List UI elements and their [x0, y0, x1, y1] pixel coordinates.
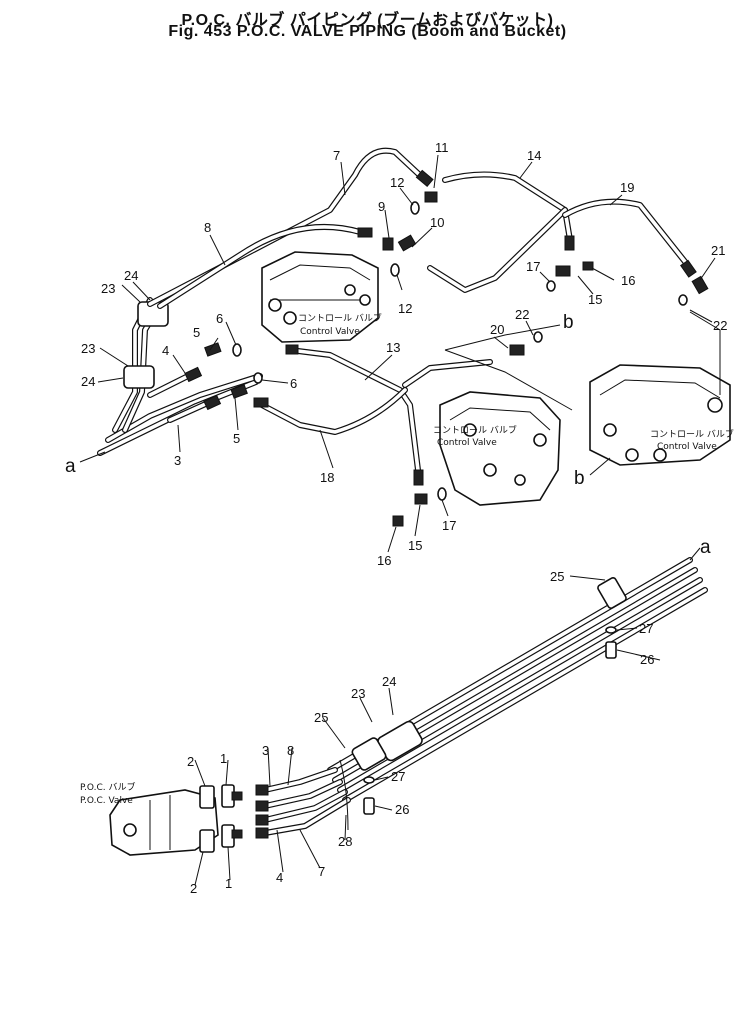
caption-poc-valve-en: P.O.C. Valve — [80, 796, 133, 806]
leaders-upper — [79, 154, 716, 553]
callout-4b: 4 — [276, 870, 283, 885]
callout-14: 14 — [527, 148, 541, 163]
callout-25a: 25 — [550, 569, 564, 584]
callout-26b: 26 — [395, 802, 409, 817]
caption-control-valve-jp-1: コントロール バルブ — [298, 312, 382, 324]
callout-22a: 22 — [515, 307, 529, 322]
callout-16a: 16 — [621, 273, 635, 288]
callout-2b: 2 — [190, 881, 197, 896]
callout-18: 18 — [320, 470, 334, 485]
callout-19: 19 — [620, 180, 634, 195]
callout-23c: 23 — [351, 686, 365, 701]
callout-6a: 6 — [216, 311, 223, 326]
callout-numbers: 7 8 11 14 19 12 9 10 21 24 23 17 16 15 1… — [65, 140, 727, 896]
callout-1b: 1 — [225, 876, 232, 891]
callout-23a: 23 — [101, 281, 115, 296]
caption-control-valve-en-1: Control Valve — [300, 327, 360, 337]
callout-27b: 27 — [391, 769, 405, 784]
callout-15b: 15 — [408, 538, 422, 553]
callout-25b: 25 — [314, 710, 328, 725]
callout-3b: 3 — [262, 743, 269, 758]
clamp-lower — [123, 365, 155, 389]
callout-10: 10 — [430, 215, 444, 230]
leaders-lower — [194, 547, 701, 886]
title-japanese: P.O.C. バルブ パイピング (ブームおよびバケット) — [181, 12, 554, 29]
caption-control-valve-en-2: Control Valve — [437, 438, 497, 448]
b-line-1 — [444, 324, 561, 351]
callout-5a: 5 — [193, 325, 200, 340]
callout-7b: 7 — [318, 864, 325, 879]
pipe-13 — [287, 347, 493, 486]
callout-24a: 24 — [124, 268, 138, 283]
pipe-19 — [562, 198, 697, 278]
caption-poc-valve-jp: P.O.C. バルブ — [80, 781, 135, 793]
poc-valve: P.O.C. バルブ P.O.C. Valve — [80, 781, 243, 856]
callout-2a: 2 — [187, 754, 194, 769]
hose-18 — [253, 387, 408, 435]
letter-b-upper: b — [563, 312, 574, 333]
callout-9: 9 — [378, 199, 385, 214]
letter-b-lower: b — [574, 468, 585, 489]
caption-control-valve-en-3: Control Valve — [657, 442, 717, 452]
control-valve-upper: コントロール バルブ Control Valve — [261, 251, 382, 343]
callout-16b: 16 — [377, 553, 391, 568]
callout-21: 21 — [711, 243, 725, 258]
callout-8b: 8 — [287, 743, 294, 758]
line-22-right — [689, 311, 721, 395]
pipe-7 — [147, 147, 434, 307]
callout-8: 8 — [204, 220, 211, 235]
callout-5b: 5 — [233, 431, 240, 446]
callout-3a: 3 — [174, 453, 181, 468]
callout-15a: 15 — [588, 292, 602, 307]
letter-a-lower: a — [700, 537, 711, 558]
callout-17a: 17 — [526, 259, 540, 274]
callout-22b: 22 — [713, 318, 727, 333]
callout-24b: 24 — [81, 374, 95, 389]
control-valve-middle: コントロール バルブ Control Valve — [433, 391, 561, 506]
letter-a-upper: a — [65, 456, 76, 477]
callout-13: 13 — [386, 340, 400, 355]
hoses-3-4 — [147, 366, 222, 423]
callout-23b: 23 — [81, 341, 95, 356]
clamp-25-upper — [597, 577, 627, 609]
pipe-14 — [427, 171, 575, 293]
b-line-2 — [444, 349, 573, 411]
callout-1a: 1 — [220, 751, 227, 766]
lower-hose-bundle — [327, 557, 708, 803]
callout-7: 7 — [333, 148, 340, 163]
callout-27a: 27 — [639, 621, 653, 636]
callout-20: 20 — [490, 322, 504, 337]
callout-12b: 12 — [398, 301, 412, 316]
callout-28: 28 — [338, 834, 352, 849]
callout-4a: 4 — [162, 343, 169, 358]
callout-17b: 17 — [442, 518, 456, 533]
callout-11: 11 — [435, 140, 449, 155]
control-valve-right: コントロール バルブ Control Valve — [589, 364, 734, 466]
callout-24c: 24 — [382, 674, 396, 689]
callout-12a: 12 — [390, 175, 404, 190]
caption-control-valve-jp-3: コントロール バルブ — [650, 428, 734, 440]
callout-26a: 26 — [640, 652, 654, 667]
lower-hoses-splay — [255, 767, 351, 839]
bolts-lower — [339, 626, 617, 831]
caption-control-valve-jp-2: コントロール バルブ — [433, 424, 517, 436]
figure-title: Fig. 453 P.O.C. VALVE PIPING (Boom and B… — [168, 23, 567, 40]
callout-6b: 6 — [290, 376, 297, 391]
hose-8 — [157, 224, 373, 309]
